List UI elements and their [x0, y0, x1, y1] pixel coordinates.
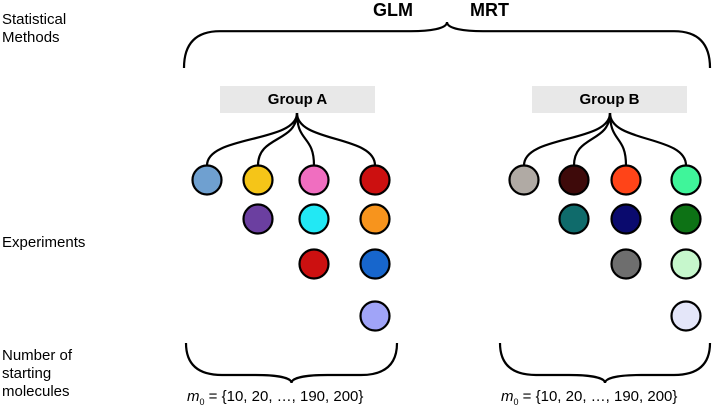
- group-b-branch-2: [572, 112, 612, 166]
- group-a-label: Group A: [220, 86, 375, 113]
- group-b-formula-values: = {10, 20, …, 190, 200}: [518, 388, 678, 405]
- statistical-methods-label: Statistical Methods: [2, 11, 66, 47]
- group-b-branch-1: [522, 112, 612, 166]
- group-a-molecules-brace: [184, 342, 399, 384]
- method-mrt: MRT: [470, 0, 509, 20]
- statistical-methods-label-line2: Methods: [2, 29, 60, 46]
- starting-molecules-label-line2: starting: [2, 365, 52, 382]
- starting-molecules-label-line3: molecules: [2, 383, 70, 400]
- statistical-methods-label-line1: Statistical: [2, 11, 67, 28]
- group-a-branch-3: [295, 112, 316, 166]
- group-a-experiment-circle-c3-r3: [298, 248, 330, 280]
- group-a-branch-1: [205, 112, 299, 166]
- group-a-branch-2: [256, 112, 299, 166]
- group-b-experiment-circle-c4-r2: [670, 203, 702, 235]
- group-a-experiment-circle-c4-r2: [359, 203, 391, 235]
- circles-layer: [191, 164, 702, 332]
- method-glm: GLM: [373, 0, 413, 20]
- group-b-branch-3: [608, 112, 628, 166]
- group-a-experiment-circle-c4-r4: [359, 300, 391, 332]
- group-b-experiment-circle-c4-r3: [670, 248, 702, 280]
- group-a-experiment-circle-c1-r1: [191, 164, 223, 196]
- experiments-label: Experiments: [2, 234, 86, 251]
- group-a-experiment-circle-c4-r1: [359, 164, 391, 196]
- group-b-experiment-circle-c3-r2: [610, 203, 642, 235]
- connectors-layer: [205, 112, 688, 166]
- group-b-experiment-circle-c1-r1: [508, 164, 540, 196]
- group-b-formula-var: m: [501, 388, 514, 405]
- group-a-experiment-circle-c3-r2: [298, 203, 330, 235]
- group-b-experiment-circle-c2-r2: [558, 203, 590, 235]
- group-a-experiment-circle-c2-r1: [242, 164, 274, 196]
- group-b-molecules-brace: [498, 342, 712, 384]
- group-a-formula-var: m: [187, 388, 200, 405]
- group-b-label: Group B: [532, 86, 687, 113]
- starting-molecules-label: Number of starting molecules: [2, 347, 72, 401]
- group-b-experiment-circle-c3-r3: [610, 248, 642, 280]
- group-b-experiment-circle-c2-r1: [558, 164, 590, 196]
- group-a-experiment-circle-c2-r2: [242, 203, 274, 235]
- group-a-formula: m0 = {10, 20, …, 190, 200}: [187, 388, 363, 407]
- group-a-experiment-circle-c4-r3: [359, 248, 391, 280]
- group-a-formula-sub: 0: [199, 397, 205, 407]
- methods-brace: [182, 21, 712, 69]
- group-b-branch-4: [608, 112, 688, 166]
- group-a-branch-4: [295, 112, 377, 166]
- starting-molecules-label-line1: Number of: [2, 347, 73, 364]
- group-b-formula-sub: 0: [513, 397, 519, 407]
- group-a-experiment-circle-c3-r1: [298, 164, 330, 196]
- group-a-formula-values: = {10, 20, …, 190, 200}: [204, 388, 364, 405]
- group-b-formula: m0 = {10, 20, …, 190, 200}: [501, 388, 677, 407]
- group-b-experiment-circle-c3-r1: [610, 164, 642, 196]
- braces-layer: [182, 21, 712, 384]
- group-b-experiment-circle-c4-r1: [670, 164, 702, 196]
- group-b-experiment-circle-c4-r4: [670, 300, 702, 332]
